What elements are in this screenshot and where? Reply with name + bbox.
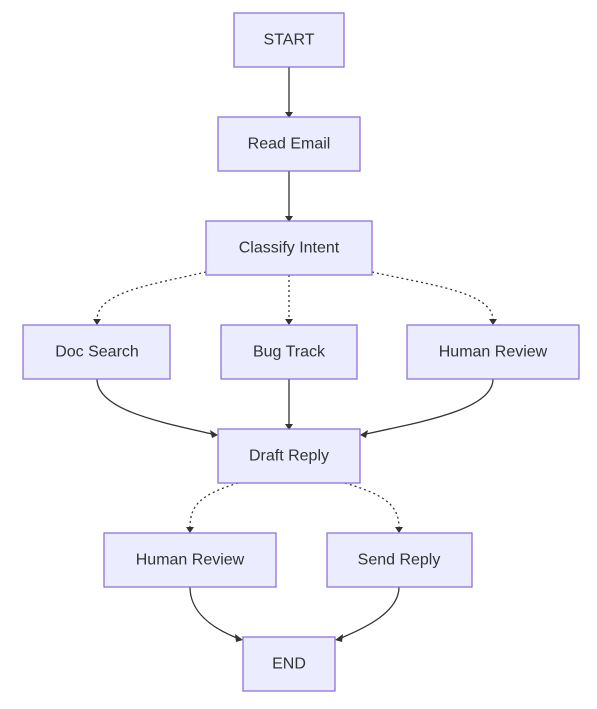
node-label-send-reply: Send Reply <box>358 552 441 569</box>
edge-classify-intent-to-human-review-1 <box>371 271 494 321</box>
node-human-review-1: Human Review <box>406 324 580 380</box>
arrowhead-send-reply <box>395 527 403 533</box>
node-label-human-review-2: Human Review <box>136 552 245 569</box>
node-label-read-email: Read Email <box>248 136 331 153</box>
node-start: START <box>233 12 345 68</box>
edge-human-review-1-to-draft-reply <box>365 378 494 435</box>
edge-draft-reply-to-send-reply <box>344 482 400 529</box>
arrowhead-draft-reply-middle <box>285 424 293 430</box>
node-label-human-review-1: Human Review <box>439 344 548 361</box>
arrowhead-draft-reply-left <box>210 430 218 438</box>
node-human-review-2: Human Review <box>103 532 277 588</box>
node-draft-reply: Draft Reply <box>217 428 361 484</box>
arrowhead-draft-reply-right <box>360 430 368 438</box>
arrowhead-end-left <box>235 634 243 642</box>
arrowhead-human-review-2 <box>186 527 194 533</box>
node-label-draft-reply: Draft Reply <box>249 448 329 465</box>
arrowhead-bug-track <box>285 319 293 325</box>
edge-classify-intent-to-doc-search <box>96 271 207 321</box>
node-label-start: START <box>264 32 315 49</box>
nodes-layer: START Read Email Classify Intent Doc Sea… <box>22 12 580 692</box>
edge-draft-reply-to-human-review-2 <box>189 482 239 529</box>
node-bug-track: Bug Track <box>220 324 358 380</box>
node-label-doc-search: Doc Search <box>55 344 139 361</box>
edge-human-review-2-to-end <box>189 586 238 639</box>
node-classify-intent: Classify Intent <box>205 220 373 276</box>
arrowhead-end-right <box>335 634 343 642</box>
arrowhead-classify-intent <box>285 216 293 222</box>
arrowhead-doc-search <box>93 319 101 325</box>
node-label-end: END <box>272 656 306 673</box>
arrowhead-human-review-1 <box>489 319 497 325</box>
node-doc-search: Doc Search <box>22 324 171 380</box>
node-label-bug-track: Bug Track <box>253 344 326 361</box>
arrowhead-read-email <box>285 112 293 118</box>
node-label-classify-intent: Classify Intent <box>239 240 340 257</box>
node-end: END <box>242 636 336 692</box>
node-read-email: Read Email <box>217 116 361 172</box>
edge-send-reply-to-end <box>340 586 400 639</box>
edges-layer <box>93 67 497 642</box>
node-send-reply: Send Reply <box>326 532 473 588</box>
edge-doc-search-to-draft-reply <box>96 378 213 435</box>
